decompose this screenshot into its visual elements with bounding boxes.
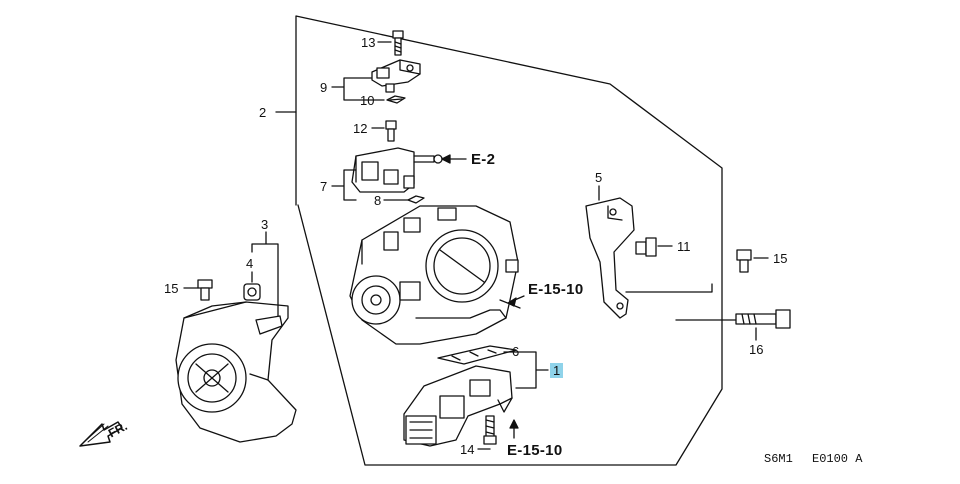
callout-4: 4 (246, 256, 254, 271)
bolt-15-right (736, 249, 752, 273)
grommet-4 (243, 283, 261, 301)
leader-3-4 (251, 231, 279, 317)
leader-9-10 (331, 77, 385, 101)
callout-7: 7 (320, 179, 328, 194)
leader-6-1 (503, 351, 549, 389)
gasket-8 (407, 195, 425, 204)
screw-14 (483, 415, 497, 445)
callout-15-right: 15 (773, 251, 788, 266)
bolt-16 (735, 309, 791, 329)
o-ring-10 (386, 95, 406, 104)
callout-14: 14 (460, 442, 475, 457)
callout-6: 6 (512, 344, 520, 359)
bolt-13 (392, 30, 404, 56)
callout-10: 10 (360, 93, 375, 108)
callout-2: 2 (259, 105, 267, 120)
throttle-body (349, 205, 521, 345)
drawing-code-model: S6M1 (764, 452, 793, 466)
callout-11: 11 (677, 239, 691, 254)
callout-15-left: 15 (164, 281, 179, 296)
callout-12: 12 (353, 121, 368, 136)
callout-3: 3 (261, 217, 269, 232)
screw-12 (385, 120, 397, 142)
callout-5: 5 (595, 170, 603, 185)
bracket-5 (585, 197, 635, 319)
ref-e1510-lower: E-15-10 (507, 442, 563, 459)
ref-e2: E-2 (471, 151, 496, 168)
front-direction-icon (79, 421, 123, 447)
leader-bracket-15 (625, 283, 713, 293)
callout-8: 8 (374, 193, 382, 208)
gasket-6 (437, 345, 517, 365)
bolt-11 (635, 237, 657, 257)
callout-1-highlighted[interactable]: 1 (550, 363, 564, 378)
callout-16: 16 (749, 342, 764, 357)
leader-7-8 (331, 169, 409, 201)
callout-13: 13 (361, 35, 376, 50)
cover-3 (175, 301, 297, 443)
valve-7 (351, 147, 443, 193)
sensor-9 (371, 59, 421, 93)
bolt-15-left (197, 279, 213, 301)
sensor-1 (403, 365, 513, 447)
assembly-boundary (295, 15, 723, 466)
callout-9: 9 (320, 80, 328, 95)
ref-e1510-upper: E-15-10 (528, 281, 584, 298)
drawing-code-number: E0100 A (812, 452, 863, 466)
